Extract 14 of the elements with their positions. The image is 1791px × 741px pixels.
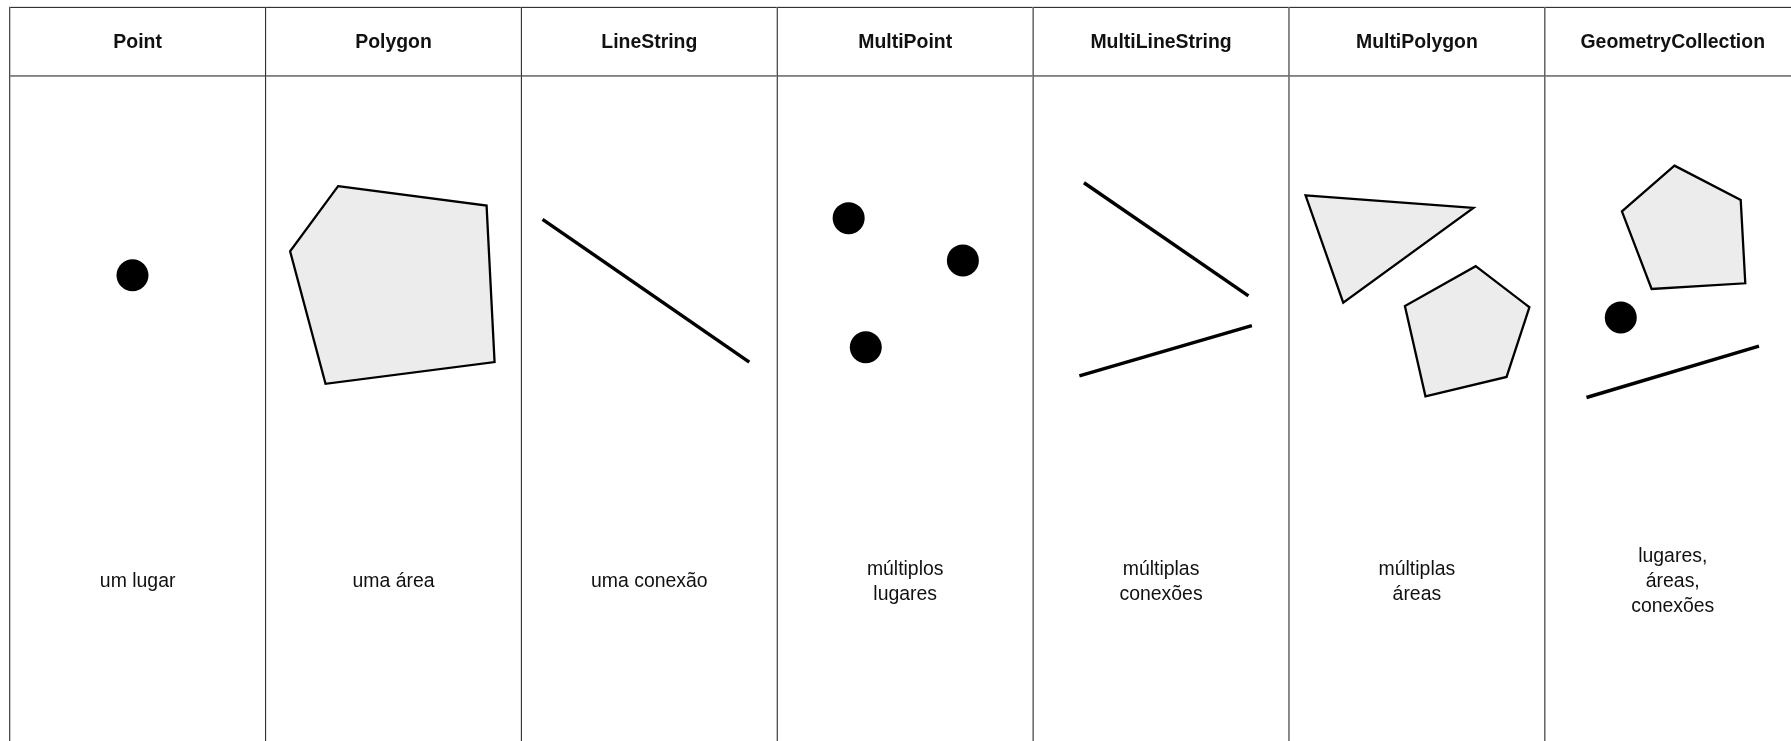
description-text: múltiplos lugares [865,556,945,607]
column-header: MultiLineString [1090,30,1232,54]
description-text: múltiplas áreas [1377,556,1457,607]
column-header: GeometryCollection [1580,30,1765,54]
description-text: uma conexão [591,568,708,594]
description-text: um lugar [99,568,176,594]
description-text: múltiplas conexões [1118,556,1204,607]
column-header: Point [113,30,162,54]
column-header: LineString [601,30,698,54]
column-header: Polygon [355,30,432,54]
column-header: MultiPolygon [1355,30,1478,54]
column-header: MultiPoint [858,30,953,54]
description-text: lugares, áreas, conexões [1630,543,1716,619]
description-text: uma área [352,568,435,594]
